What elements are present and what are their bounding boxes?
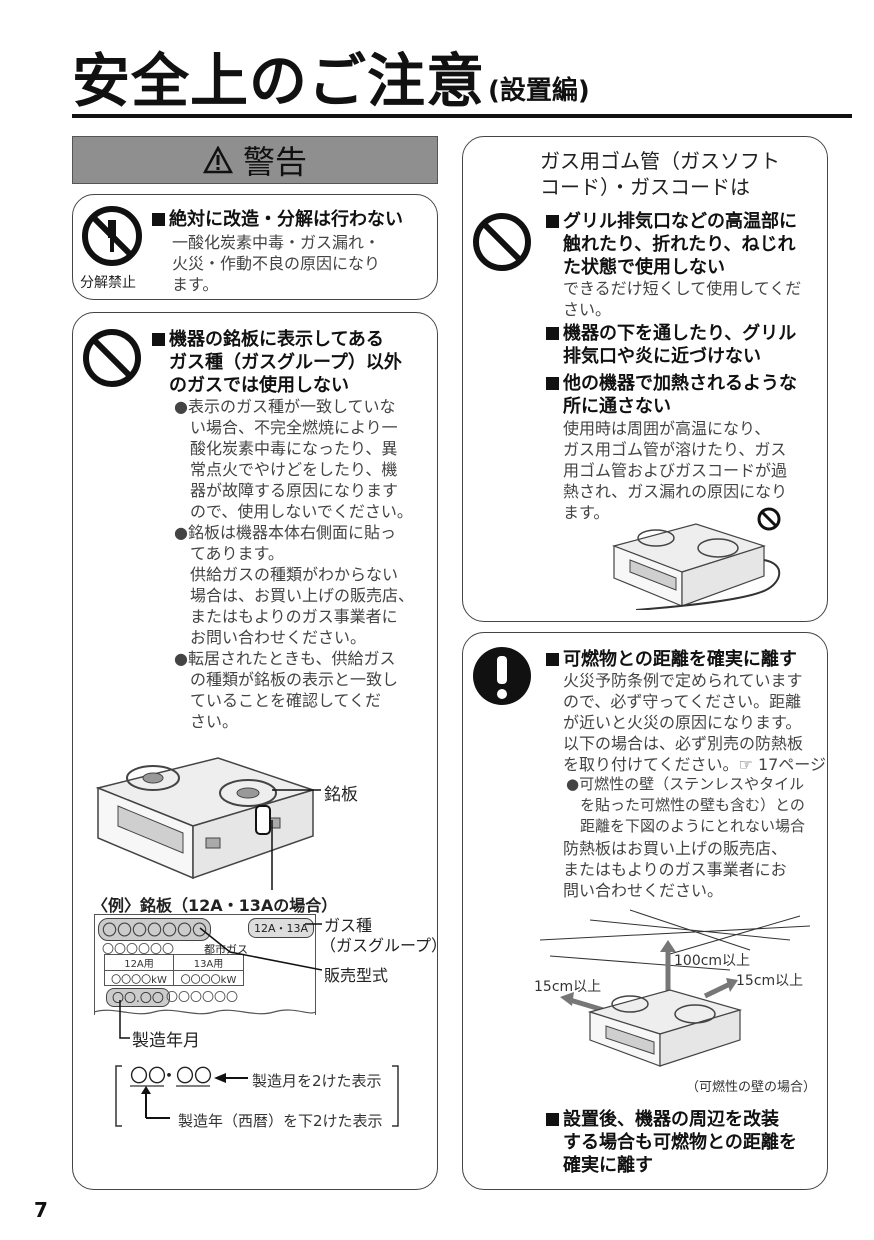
- distance-right-label: 15cm以上: [736, 973, 804, 989]
- plate-col2: 13A用: [174, 955, 243, 971]
- plate-kw2: 〇〇〇〇kW: [180, 975, 237, 986]
- no-disassembly-icon: [82, 206, 142, 266]
- distance-left-label: 15cm以上: [534, 979, 602, 995]
- nameplate-callout: 銘板: [324, 785, 358, 805]
- distance-text-2: 防熱板はお買い上げの販売店、またはもよりのガス事業者にお問い合わせください。: [563, 839, 788, 900]
- prohibition-icon: [83, 329, 141, 387]
- no-disassembly-heading: 絶対に改造・分解は行わない: [152, 208, 403, 231]
- plate-table: 12A用 13A用 〇〇〇〇kW 〇〇〇〇kW: [104, 954, 244, 986]
- gas-hose-text-3: 使用時は周囲が高温になり、ガス用ゴム管が溶けたり、ガス用ゴム管およびガスコードが…: [563, 419, 788, 522]
- gas-hose-heading-1: グリル排気口などの高温部に 触れたり、折れたり、ねじれ た状態で使用しない: [546, 210, 797, 279]
- plate-kw1: 〇〇〇〇kW: [105, 971, 174, 986]
- no-disassembly-label: 分解禁止: [80, 275, 136, 291]
- plate-leader-lines: [271, 789, 321, 890]
- page-subtitle: (設置編): [488, 76, 590, 106]
- date-year-explain: 製造年（西暦）を下2けた表示: [178, 1112, 383, 1130]
- date-dot: ・: [160, 1066, 178, 1087]
- prohibition-icon-2: [473, 213, 531, 271]
- gas-hose-text-1: できるだけ短くして使用してください。: [563, 279, 802, 319]
- date-month-explain: 製造月を2けた表示: [252, 1072, 382, 1090]
- clearance-diagram: [539, 909, 811, 1067]
- plate-gas-tag: 12A・13A: [248, 918, 315, 938]
- gas-hose-title: ガス用ゴム管（ガスソフトコード）・ガスコードは: [540, 149, 780, 199]
- callout-gas-group: （ガスグループ）: [320, 936, 448, 955]
- plate-date-box: 〇〇.〇〇: [106, 988, 170, 1007]
- callout-date: 製造年月: [132, 1031, 200, 1051]
- date-month-digits: 〇〇: [176, 1066, 212, 1087]
- gas-type-box: [72, 312, 438, 1190]
- page-number: 7: [34, 1198, 48, 1222]
- no-disassembly-box: [72, 194, 438, 300]
- plate-callout-lines: [119, 923, 322, 1039]
- example-title: 〈例〉銘板（12A・13Aの場合）: [92, 896, 338, 915]
- plate-torn-edge: [94, 1009, 316, 1015]
- stove-illustration: [95, 757, 316, 880]
- gas-type-bullet-3: ●転居されたときも、供給ガス の種類が銘板の表示と一致し ていることを確認してく…: [174, 649, 399, 731]
- gas-type-bullet-1: ●表示のガス種が一致していな い場合、不完全燃焼により一 酸化炭素中毒になったり…: [174, 397, 413, 521]
- callout-model: 販売型式: [324, 966, 389, 985]
- warning-label: 警告: [242, 143, 307, 181]
- warning-triangle-icon: [202, 146, 233, 174]
- distance-text-1: 火災予防条例で定められていますので、必ず守ってください。距離が近いと火災の原因に…: [563, 671, 826, 774]
- title-rule: [72, 114, 852, 118]
- plate-top-circles: 〇〇〇〇〇〇〇: [98, 918, 212, 941]
- distance-top-label: 100cm以上: [674, 953, 751, 969]
- date-bracket: [115, 1065, 399, 1127]
- page-title: 安全上のご注意: [72, 47, 486, 115]
- date-year-digits: 〇〇: [130, 1066, 166, 1087]
- mandatory-icon: [473, 647, 531, 705]
- plate-row3-circles: 〇〇〇〇〇〇: [166, 990, 239, 1004]
- clearance-caption: （可燃性の壁の場合）: [686, 1080, 817, 1095]
- distance-bullet: ●可燃性の壁（ステンレスやタイル を貼った可燃性の壁も含む）との 距離を下図のよ…: [566, 775, 806, 835]
- gas-type-bullet-2: ●銘板は機器本体右側面に貼っ てあります。 供給ガスの種類がわからない 場合は、…: [174, 523, 415, 647]
- combustible-distance-box: [462, 632, 828, 1190]
- no-disassembly-text: 一酸化炭素中毒・ガス漏れ・火災・作動不良の原因になります。: [172, 233, 381, 294]
- plate-row2-circles: 〇〇〇〇〇〇: [102, 942, 175, 956]
- small-prohibition-icon: [757, 507, 781, 531]
- callout-gas-type: ガス種: [324, 916, 373, 935]
- plate-col1: 12A用: [105, 955, 174, 971]
- stove-hose-illustration: [612, 523, 781, 610]
- warning-banner: 警告: [72, 136, 438, 184]
- nameplate-diagram: [94, 914, 316, 1015]
- gas-hose-heading-2: 機器の下を通したり、グリル 排気口や炎に近づけない: [546, 322, 796, 368]
- gas-hose-heading-3: 他の機器で加熱されるような 所に通さない: [546, 372, 797, 418]
- distance-heading-2: 設置後、機器の周辺を改装 する場合も可燃物との距離を 確実に離す: [546, 1108, 797, 1177]
- gas-type-heading: 機器の銘板に表示してある ガス種（ガスグループ）以外 のガスでは使用しない: [152, 328, 402, 397]
- distance-heading-1: 可燃物との距離を確実に離す: [546, 648, 797, 671]
